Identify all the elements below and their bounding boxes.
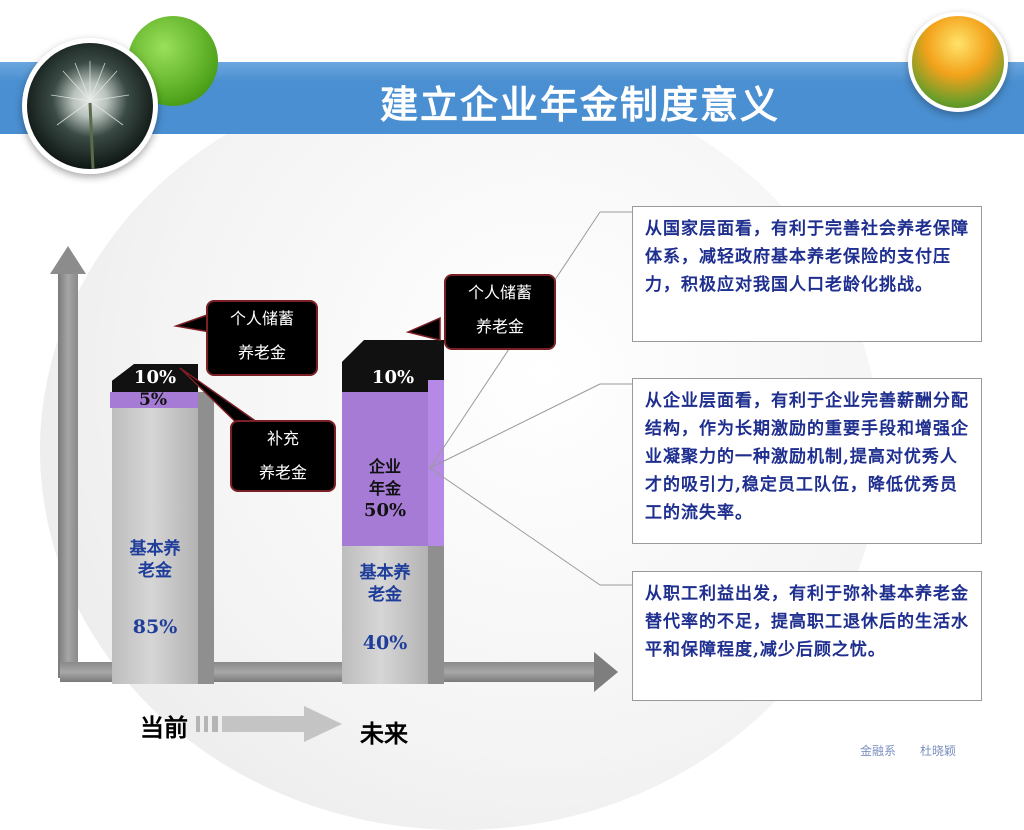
bar-future-annuity-pct: 50% (363, 500, 407, 521)
callout-supplementary-line2: 养老金 (258, 463, 307, 482)
bar-current-basic-segment (112, 408, 198, 684)
callout-savings-left-line2: 养老金 (237, 343, 286, 362)
callout-savings-left: 个人储蓄 养老金 (206, 300, 318, 376)
flower-photo (908, 12, 1008, 112)
bar-future-savings-segment (342, 340, 444, 392)
page-title: 建立企业年金制度意义 (379, 82, 780, 127)
bar-future-annuity-side (428, 380, 444, 546)
arrow-right-icon (196, 704, 346, 748)
bar-future-savings-pct: 10% (371, 367, 415, 388)
info-box-enterprise: 从企业层面看，有利于企业完善薪酬分配结构，作为长期激励的重要手段和增强企业凝聚力… (632, 378, 982, 544)
callout-supplementary: 补充 养老金 (230, 420, 336, 492)
bar-future-annuity-label-line2: 年金 (368, 479, 401, 498)
x-axis-arrowhead (594, 652, 618, 692)
callout-savings-right-line1: 个人储蓄 (467, 283, 532, 302)
bar-future-annuity-segment (342, 392, 428, 546)
info-box-employee: 从职工利益出发，有利于弥补基本养老金替代率的不足，提高职工退休后的生活水平和保障… (632, 571, 982, 701)
x-label-current: 当前 (140, 714, 188, 742)
callout-savings-right: 个人储蓄 养老金 (444, 274, 556, 350)
y-axis-arrow (58, 270, 78, 678)
bar-future-basic-side (428, 546, 444, 684)
footer: 金融系 杜晓颖 (860, 742, 980, 759)
bar-future-basic-label: 基本养 老金 (342, 562, 428, 606)
bar-future-basic-label-line2: 老金 (368, 585, 402, 605)
bar-current-side (198, 392, 214, 684)
y-axis-arrowhead (50, 246, 86, 274)
bar-current-savings-pct: 10% (133, 367, 177, 388)
x-label-future: 未来 (360, 720, 408, 748)
bar-future-basic-pct: 40% (362, 632, 408, 654)
callout-savings-right-line2: 养老金 (475, 317, 524, 336)
footer-author: 杜晓颖 (920, 744, 957, 758)
bar-current-basic-pct: 85% (132, 616, 178, 638)
dandelion-photo (22, 38, 158, 174)
bar-current-basic-label-line2: 老金 (138, 561, 172, 581)
callout-supplementary-line1: 补充 (266, 429, 299, 448)
bar-current-basic-label: 基本养 老金 (112, 538, 198, 582)
bar-current-supplementary-pct: 5% (139, 390, 167, 410)
bar-future-annuity-label: 企业 年金 50% (342, 456, 428, 522)
info-box-state: 从国家层面看，有利于完善社会养老保障体系，减轻政府基本养老保险的支付压力，积极应… (632, 206, 982, 342)
bar-future-basic-label-line1: 基本养 (359, 563, 411, 583)
bar-future-basic-segment (342, 546, 428, 684)
bar-future-annuity-label-line1: 企业 (368, 457, 401, 476)
callout-savings-left-line1: 个人储蓄 (229, 309, 294, 328)
footer-dept: 金融系 (860, 744, 897, 758)
bar-current-basic-label-line1: 基本养 (129, 539, 181, 559)
